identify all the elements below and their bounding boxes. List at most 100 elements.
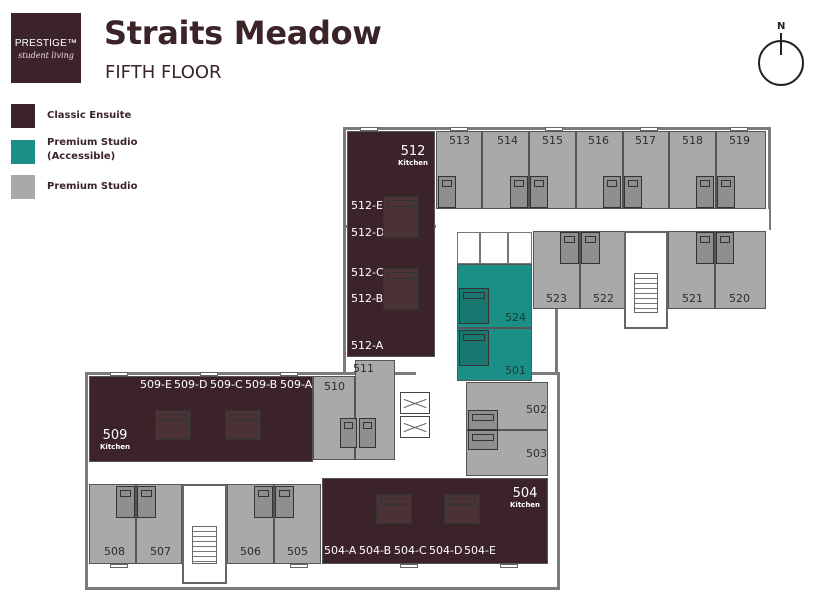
room-509-d-label: 509-D [174,378,208,391]
stairs-icon [634,273,658,313]
service-room-3 [508,232,532,264]
bathroom-506 [254,486,273,518]
room-502-label: 502 [526,403,547,416]
room-501-label: 501 [505,364,526,377]
room-504-cluster[interactable] [322,478,548,564]
bathroom-508 [116,486,135,518]
bathroom-511 [359,418,376,448]
room-513-label: 513 [449,134,470,147]
room-504-b-label: 504-B [359,544,392,557]
bathroom-512 [383,196,419,238]
bathroom-523 [560,232,579,264]
room-509-e-label: 509-E [140,378,172,391]
bathroom-521 [696,232,714,264]
bathroom-504-1 [376,494,412,524]
bathroom-503 [468,430,498,450]
bathroom-505 [275,486,294,518]
window [110,372,128,376]
legend-swatch-premium-studio [11,175,35,199]
window [200,372,218,376]
room-512-a-label: 512-A [351,339,384,352]
room-516-label: 516 [588,134,609,147]
window [290,564,308,568]
room-509-a-label: 509-A [280,378,313,391]
north-arrow-icon [780,33,782,55]
room-503-label: 503 [526,447,547,460]
bathroom-509-1 [155,410,191,440]
room-505-label: 505 [287,545,308,558]
room-507-label: 507 [150,545,171,558]
compass-north-label: N [777,21,786,32]
prestige-logo: PRESTIGE™ student living [11,13,81,83]
bathroom-501 [459,330,489,366]
lift-1 [400,392,430,414]
room-512-cluster[interactable] [347,131,435,357]
room-504-a-label: 504-A [324,544,357,557]
room-509-kitchen-label: 509 Kitchen [100,428,131,451]
bathroom-504-2 [444,494,480,524]
room-509-cluster[interactable] [89,376,313,462]
window [110,564,128,568]
room-521-label: 521 [682,292,703,305]
bathroom-519 [717,176,735,208]
room-518-label: 518 [682,134,703,147]
page-title: Straits Meadow [104,14,382,52]
room-523-label: 523 [546,292,567,305]
room-510-label: 510 [324,380,345,393]
corridor-north [436,209,769,231]
bathroom-516 [603,176,621,208]
bathroom-513 [438,176,456,208]
window [640,127,658,131]
bathroom-502 [468,410,498,430]
window [400,564,418,568]
room-504-d-label: 504-D [429,544,463,557]
room-517-label: 517 [635,134,656,147]
legend: Classic Ensuite Premium Studio (Accessib… [11,104,191,204]
room-509-c-label: 509-C [210,378,243,391]
room-512-kitchen-label: 512 Kitchen [398,144,429,167]
bathroom-520 [716,232,734,264]
bathroom-512-2 [383,268,419,310]
room-512-e-label: 512-E [351,199,383,212]
bathroom-514 [510,176,528,208]
room-504-e-label: 504-E [464,544,496,557]
room-511-label: 511 [353,362,374,375]
stairs-icon [192,526,217,564]
room-504-kitchen-label: 504 Kitchen [510,486,541,509]
room-519[interactable] [716,131,766,209]
room-519-label: 519 [729,134,750,147]
legend-swatch-premium-studio-accessible [11,140,35,164]
bathroom-515 [530,176,548,208]
room-506-label: 506 [240,545,261,558]
window [450,127,468,131]
room-512-d-label: 512-D [351,226,385,239]
stairwell-west [182,484,227,584]
floor-subtitle: FIFTH FLOOR [105,62,222,83]
window [500,564,518,568]
room-520-label: 520 [729,292,750,305]
room-522-label: 522 [593,292,614,305]
bathroom-522 [581,232,600,264]
room-504-c-label: 504-C [394,544,427,557]
window [360,127,378,131]
room-512-b-label: 512-B [351,292,384,305]
service-room-2 [480,232,508,264]
room-509-b-label: 509-B [245,378,278,391]
room-514-label: 514 [497,134,518,147]
bathroom-517 [624,176,642,208]
window [730,127,748,131]
window [280,372,298,376]
service-room-1 [457,232,480,264]
legend-label-premium-studio: Premium Studio [47,181,138,192]
bathroom-510 [340,418,357,448]
logo-tagline: student living [18,51,74,60]
window [545,127,563,131]
room-524-label: 524 [505,311,526,324]
legend-label-classic-ensuite: Classic Ensuite [47,110,132,121]
logo-brand-name: PRESTIGE™ [14,38,78,49]
bathroom-509-2 [225,410,261,440]
corridor-west [88,462,348,484]
legend-label-premium-studio-accessible: Premium Studio (Accessible) [47,137,138,162]
room-508-label: 508 [104,545,125,558]
